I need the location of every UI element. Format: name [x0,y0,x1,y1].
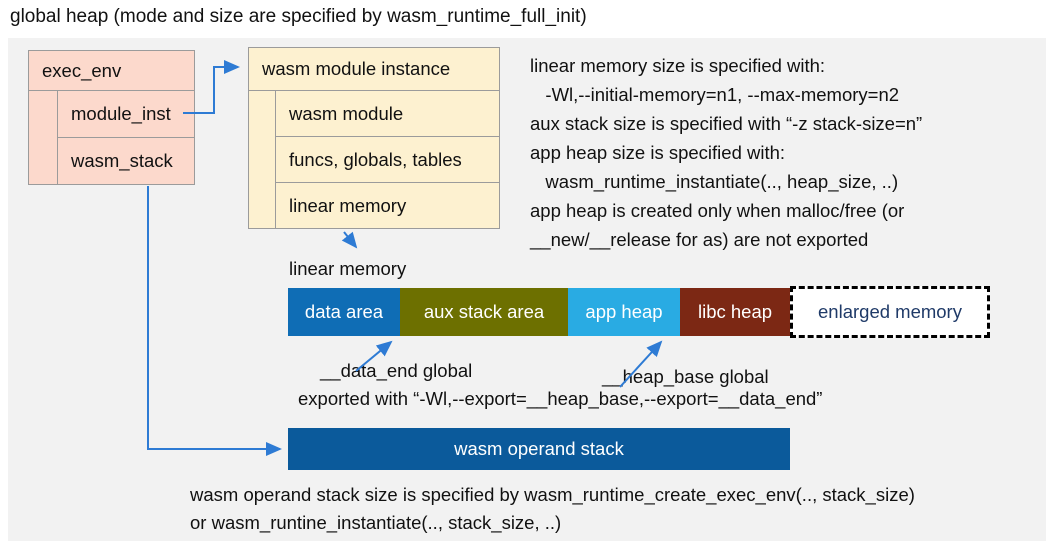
exec-env-box: exec_env module_inst wasm_stack [28,50,195,185]
exec-env-row-wasm-stack: wasm_stack [57,138,194,184]
module-instance-box: wasm module instance wasm module funcs, … [248,47,500,229]
segment-aux-stack-area: aux stack area [400,288,568,336]
text-line: wasm_runtime_instantiate(.., heap_size, … [530,171,899,192]
data-end-global-label: __data_end global [320,360,473,381]
exec-env-header: exec_env [29,51,194,91]
segment-app-heap: app heap [568,288,680,336]
text-line: or wasm_runtine_instantiate(.., stack_si… [190,511,562,533]
module-instance-row-linear-memory: linear memory [275,183,499,228]
diagram-title: global heap (mode and size are specified… [10,6,587,27]
exec-env-row-module-inst: module_inst [57,91,194,138]
memory-size-notes: linear memory size is specified with: -W… [530,51,922,254]
wasm-operand-stack-bar: wasm operand stack [288,428,790,470]
text-line: app heap size is specified with: [530,142,786,163]
operand-stack-size-notes: wasm operand stack size is specified by … [190,481,915,536]
text-line: -Wl,--initial-memory=n1, --max-memory=n2 [530,84,900,105]
exported-with-label: exported with “-Wl,--export=__heap_base,… [298,388,823,409]
text-line: aux stack size is specified with “-z sta… [530,113,923,134]
text-line: app heap is created only when malloc/fre… [530,200,905,221]
segment-enlarged-memory: enlarged memory [790,286,990,338]
linear-memory-label: linear memory [289,258,407,279]
text-line: wasm operand stack size is specified by … [190,484,915,505]
heap-base-global-label: __heap_base global [602,366,769,387]
module-instance-row-wasm-module: wasm module [275,91,499,137]
linear-memory-bar: data area aux stack area app heap libc h… [288,286,990,338]
module-instance-header: wasm module instance [249,48,499,91]
module-instance-row-funcs-globals-tables: funcs, globals, tables [275,137,499,183]
wasm-operand-stack-label: wasm operand stack [454,438,624,459]
text-line: __new/__release for as) are not exported [530,229,869,250]
text-line: linear memory size is specified with: [530,55,826,76]
segment-libc-heap: libc heap [680,288,790,336]
segment-data-area: data area [288,288,400,336]
